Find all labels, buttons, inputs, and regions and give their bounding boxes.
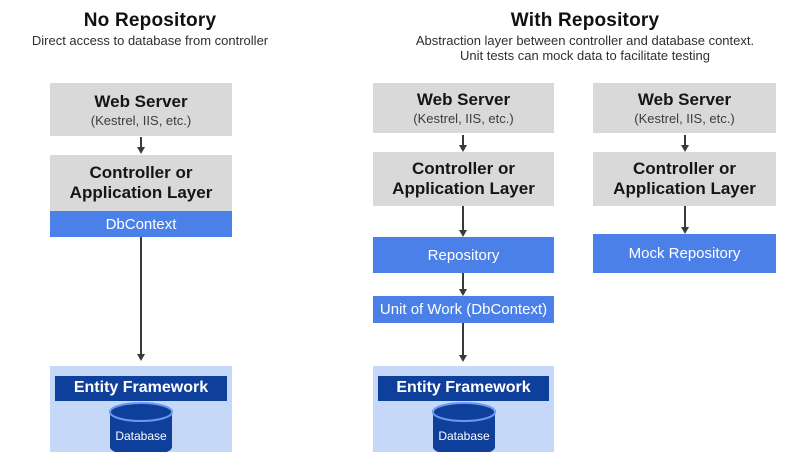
col2-controller-line2: Application Layer xyxy=(392,179,535,198)
col3-arrow-webserver-to-controller xyxy=(684,135,686,145)
col1-entity-framework-container: Entity Framework Database xyxy=(50,366,232,452)
col1-dbcontext-bar: DbContext xyxy=(50,211,232,237)
col1-database-label: Database xyxy=(115,429,167,443)
col2-entity-framework-header: Entity Framework xyxy=(378,376,549,401)
col1-controller-line2: Application Layer xyxy=(69,183,213,202)
col1-web-server-box: Web Server (Kestrel, IIS, etc.) xyxy=(50,83,232,136)
col3-controller-line1: Controller or xyxy=(633,159,736,178)
col1-arrow-webserver-to-controller xyxy=(140,137,142,147)
with-repository-section-subtitle: Abstraction layer between controller and… xyxy=(375,33,795,63)
col3-controller-line2: Application Layer xyxy=(613,179,756,198)
col3-arrow-controller-to-mock xyxy=(684,206,686,227)
col2-web-server-title: Web Server xyxy=(416,90,511,109)
with-repository-section-title: With Repository xyxy=(510,10,660,31)
col1-arrow-dbcontext-to-ef xyxy=(140,237,142,354)
col3-controller-box: Controller or Application Layer xyxy=(593,152,776,206)
col3-web-server-subtitle: (Kestrel, IIS, etc.) xyxy=(634,111,735,126)
col2-unit-of-work-bar: Unit of Work (DbContext) xyxy=(373,296,554,323)
col2-repository-bar: Repository xyxy=(373,237,554,273)
no-repository-section-subtitle: Direct access to database from controlle… xyxy=(31,33,269,48)
with-repository-subtitle-line2: Unit tests can mock data to facilitate t… xyxy=(459,48,710,63)
col2-web-server-subtitle: (Kestrel, IIS, etc.) xyxy=(413,111,514,126)
database-cylinder-icon: Database xyxy=(109,402,173,452)
with-repository-subtitle-line1: Abstraction layer between controller and… xyxy=(415,33,755,48)
col2-web-server-box: Web Server (Kestrel, IIS, etc.) xyxy=(373,83,554,133)
col1-controller-line1: Controller or xyxy=(89,163,193,182)
col2-entity-framework-container: Entity Framework Database xyxy=(373,366,554,452)
col2-arrow-uow-to-ef xyxy=(462,323,464,355)
no-repository-section-title: No Repository xyxy=(83,10,217,31)
col2-arrow-webserver-to-controller xyxy=(462,135,464,145)
col1-controller-box: Controller or Application Layer xyxy=(50,155,232,211)
col1-database-cylinder: Database xyxy=(107,402,175,452)
col2-database-cylinder: Database xyxy=(430,402,498,452)
col2-database-label: Database xyxy=(438,429,490,443)
col3-web-server-title: Web Server xyxy=(637,90,732,109)
col3-mock-repository-bar: Mock Repository xyxy=(593,234,776,273)
col1-entity-framework-header: Entity Framework xyxy=(55,376,227,401)
col2-arrow-controller-to-repository xyxy=(462,206,464,230)
col2-controller-line1: Controller or xyxy=(412,159,515,178)
col2-arrow-repository-to-uow xyxy=(462,273,464,289)
database-cylinder-icon: Database xyxy=(431,402,496,452)
col2-controller-box: Controller or Application Layer xyxy=(373,152,554,206)
col3-web-server-box: Web Server (Kestrel, IIS, etc.) xyxy=(593,83,776,133)
col1-web-server-title: Web Server xyxy=(94,91,188,111)
col1-web-server-subtitle: (Kestrel, IIS, etc.) xyxy=(90,112,192,128)
